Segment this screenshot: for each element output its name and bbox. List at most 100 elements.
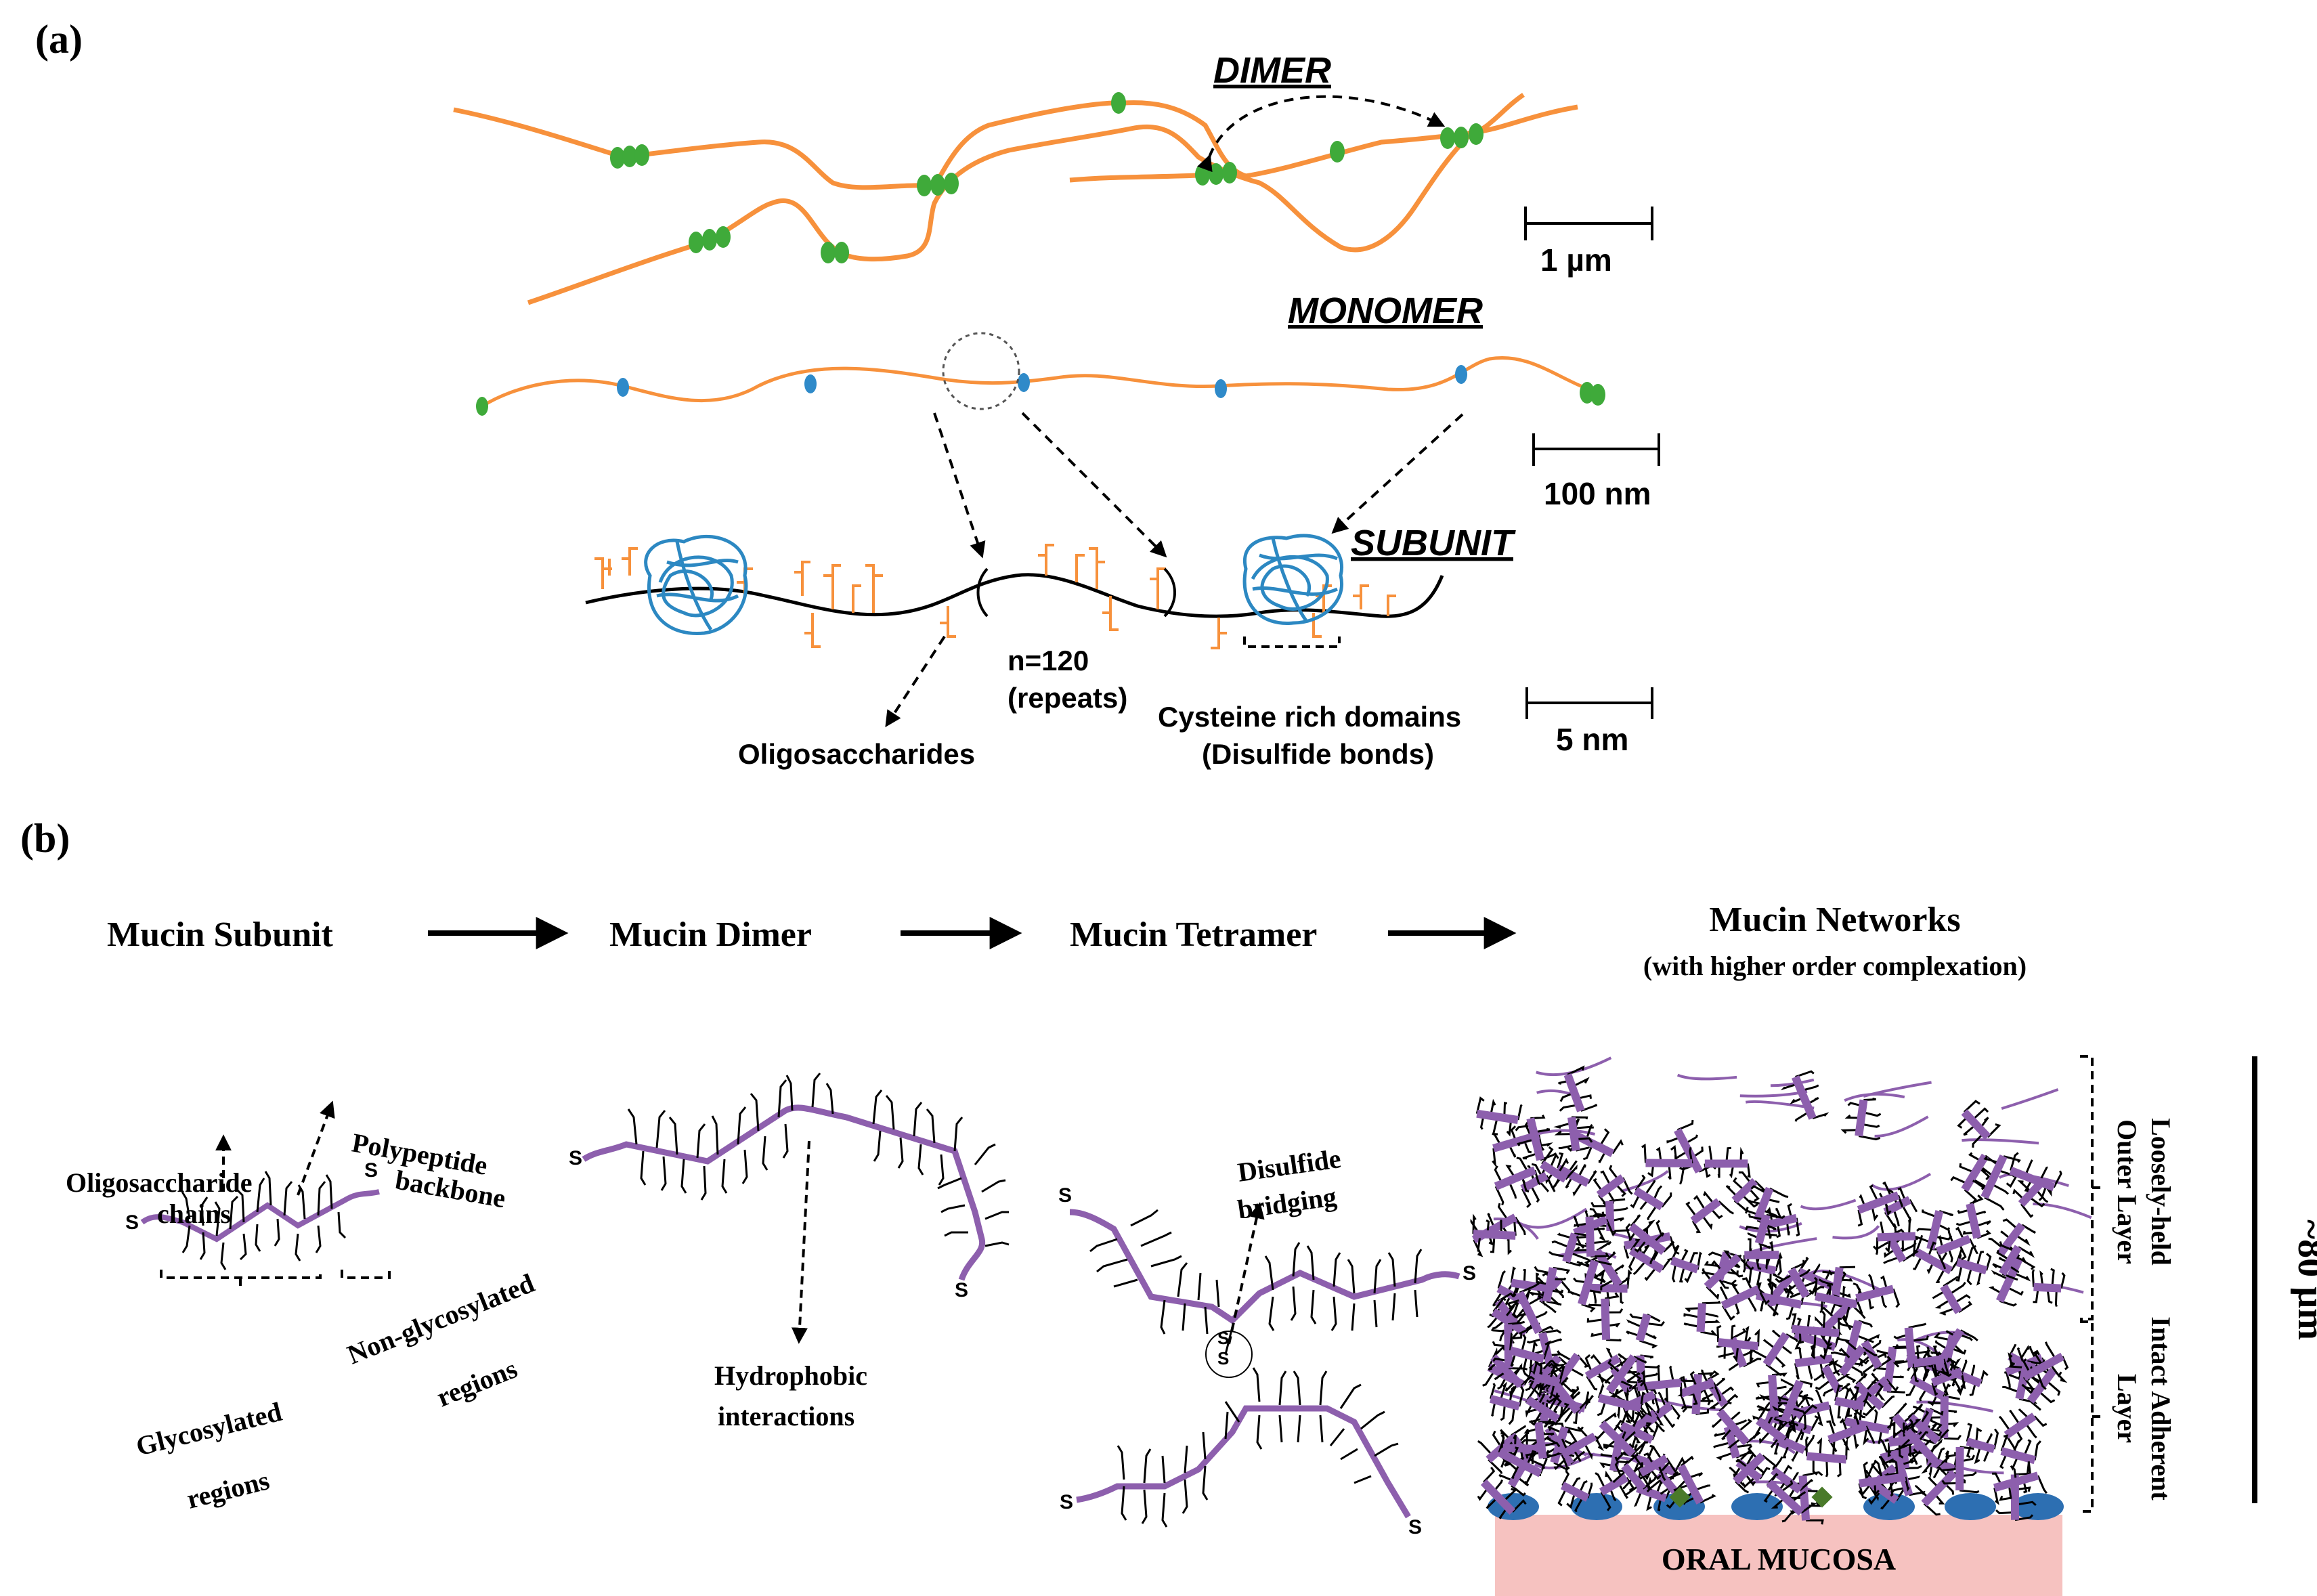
green-marker xyxy=(1811,1486,1833,1508)
subunit-scale-bar xyxy=(1525,687,1653,719)
mucin-dimer: S S xyxy=(569,1073,1010,1344)
cysteine-coils xyxy=(644,534,1343,636)
network-link xyxy=(1770,1078,1815,1087)
inner-layer-line2: Layer xyxy=(2112,1374,2142,1443)
network-segment xyxy=(1751,1329,1799,1376)
subunit-title: SUBUNIT xyxy=(1351,523,1516,563)
network-link xyxy=(1518,1207,1588,1229)
network-segment xyxy=(1834,1384,1872,1420)
network-segment xyxy=(2006,1152,2062,1201)
network-segment xyxy=(1683,1300,1721,1337)
network-segment xyxy=(1826,1412,1876,1452)
network-segment xyxy=(1634,1444,1678,1490)
network-segment xyxy=(1896,1419,1950,1474)
network-link xyxy=(1676,1073,1737,1081)
thickness-label: ~80 µm xyxy=(2290,1220,2317,1340)
mucin-network xyxy=(1470,1056,2092,1596)
network-segment xyxy=(1628,1214,1675,1264)
network-segment xyxy=(1477,1467,1527,1519)
green-marker xyxy=(1669,1486,1691,1508)
network-segment xyxy=(1875,1216,1917,1257)
network-segment xyxy=(1519,1163,1556,1209)
flow-step-subunit: Mucin Subunit xyxy=(107,915,333,954)
svg-text:S: S xyxy=(1217,1348,1229,1368)
network-segment xyxy=(1630,1174,1672,1220)
network-segment xyxy=(1558,1065,1598,1113)
inner-layer-line1: Intact Adherent xyxy=(2146,1316,2176,1501)
network-segment xyxy=(1560,1426,1605,1471)
network-segment xyxy=(1719,1277,1770,1321)
repeats-line2: (repeats) xyxy=(1008,682,1127,714)
network-segment xyxy=(1763,1473,1817,1523)
network-link xyxy=(1534,1452,1596,1469)
oligo-chains-line2: chains xyxy=(157,1199,231,1229)
network-segment xyxy=(2022,1341,2069,1394)
panel-b-label: (b) xyxy=(20,816,70,861)
hydrophobic-line1: Hydrophobic xyxy=(714,1360,867,1391)
network-segment xyxy=(1805,1436,1848,1478)
network-segment xyxy=(1941,1446,1980,1494)
network-segment xyxy=(1853,1274,1900,1314)
network-link xyxy=(1620,1169,1669,1193)
oligo-arrow xyxy=(885,635,946,728)
network-link xyxy=(1832,1225,1880,1240)
svg-text:S: S xyxy=(364,1159,378,1182)
epithelial-cell xyxy=(1731,1493,1783,1520)
network-segment xyxy=(1813,1276,1861,1322)
network-segment xyxy=(1597,1353,1647,1404)
network-segment xyxy=(1932,1276,1972,1316)
network-segment xyxy=(2031,1268,2066,1308)
network-link xyxy=(1800,1199,1857,1211)
outer-layer-line1: Loosely-held xyxy=(2146,1118,2176,1266)
network-segment xyxy=(1858,1459,1910,1500)
network-segment xyxy=(1857,1181,1904,1227)
svg-text:S: S xyxy=(1408,1516,1422,1538)
network-segment xyxy=(1852,1333,1892,1375)
network-segment xyxy=(1702,1250,1754,1300)
network-segment xyxy=(1992,1241,2035,1281)
network-segment xyxy=(1490,1320,1528,1371)
mucin-subunit: S S xyxy=(125,1100,391,1290)
subunit-backbone xyxy=(585,573,1444,618)
dimer-title: DIMER xyxy=(1213,50,1331,91)
network-segment xyxy=(1771,1378,1814,1427)
network-segment xyxy=(1494,1157,1541,1206)
network-segment xyxy=(1755,1281,1809,1320)
network-segment xyxy=(1569,1259,1612,1313)
network-link xyxy=(1962,1138,2039,1145)
network-segment xyxy=(1955,1194,1991,1239)
network-segment xyxy=(1528,1266,1571,1306)
network-segment xyxy=(1506,1282,1554,1335)
flow-step-networks-sub: (with higher order complexation) xyxy=(1643,951,2027,981)
network-segment xyxy=(1830,1320,1874,1367)
network-segment xyxy=(1966,1423,1999,1465)
subunit-scale-label: 5 nm xyxy=(1556,722,1628,757)
network-segment xyxy=(1472,1213,1517,1255)
network-segment xyxy=(1716,1324,1760,1364)
network-segment xyxy=(1912,1345,1950,1383)
svg-text:S: S xyxy=(1058,1184,1072,1207)
svg-text:S: S xyxy=(955,1279,968,1301)
monomer-scale-bar xyxy=(1532,433,1660,466)
network-segment xyxy=(1988,1218,2036,1263)
dimer-green-nodes xyxy=(610,92,1484,263)
network-link xyxy=(1745,1100,1815,1110)
network-segment xyxy=(1998,1408,2048,1452)
network-segment xyxy=(1597,1382,1646,1423)
panel-a-label: (a) xyxy=(35,17,83,62)
epithelial-cell xyxy=(2012,1493,2064,1520)
network-segment xyxy=(1914,1466,1966,1516)
disulfide-line2: bridging xyxy=(1236,1181,1339,1225)
network-segment xyxy=(1685,1190,1735,1234)
network-link xyxy=(1913,1331,1969,1342)
oligosaccharides-label: Oligosaccharides xyxy=(738,738,975,770)
network-segment xyxy=(1573,1211,1610,1258)
flow-step-tetramer: Mucin Tetramer xyxy=(1070,915,1317,954)
network-segment xyxy=(1729,1444,1777,1494)
network-link xyxy=(1871,1172,1932,1191)
cysteine-line2: (Disulfide bonds) xyxy=(1202,738,1434,770)
nonglyco-line2: regions xyxy=(433,1353,522,1412)
network-segment xyxy=(1553,1116,1593,1152)
network-link xyxy=(1739,1090,1808,1098)
sugar-chains xyxy=(594,544,1396,649)
